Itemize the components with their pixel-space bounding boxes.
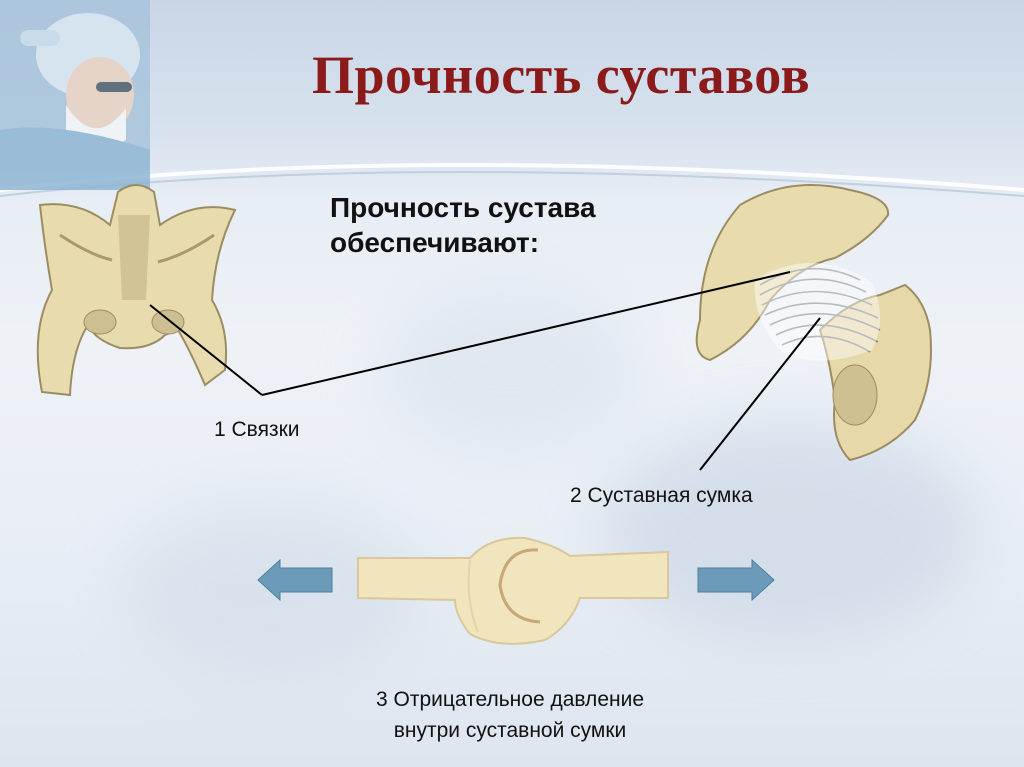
label-capsule: 2 Суставная сумка [570, 484, 753, 508]
pelvis-bone [38, 185, 235, 395]
slide-title: Прочность суставов [312, 44, 932, 106]
label-negative-pressure: 3 Отрицательное давление внутри суставно… [300, 684, 720, 746]
label-pressure-line2: внутри суставной сумки [300, 715, 720, 746]
header-swoosh [0, 165, 1024, 190]
right-arrow-icon [698, 560, 774, 600]
label-ligaments: 1 Связки [214, 418, 300, 442]
joint-diagram [358, 538, 668, 644]
left-arrow-icon [258, 560, 332, 600]
label-pressure-line1: 3 Отрицательное давление [300, 684, 720, 715]
slide-subtitle: Прочность сустава обеспечивают: [330, 190, 690, 260]
surgeon-photo [0, 0, 150, 190]
hip-joint-with-ligaments [697, 185, 931, 460]
